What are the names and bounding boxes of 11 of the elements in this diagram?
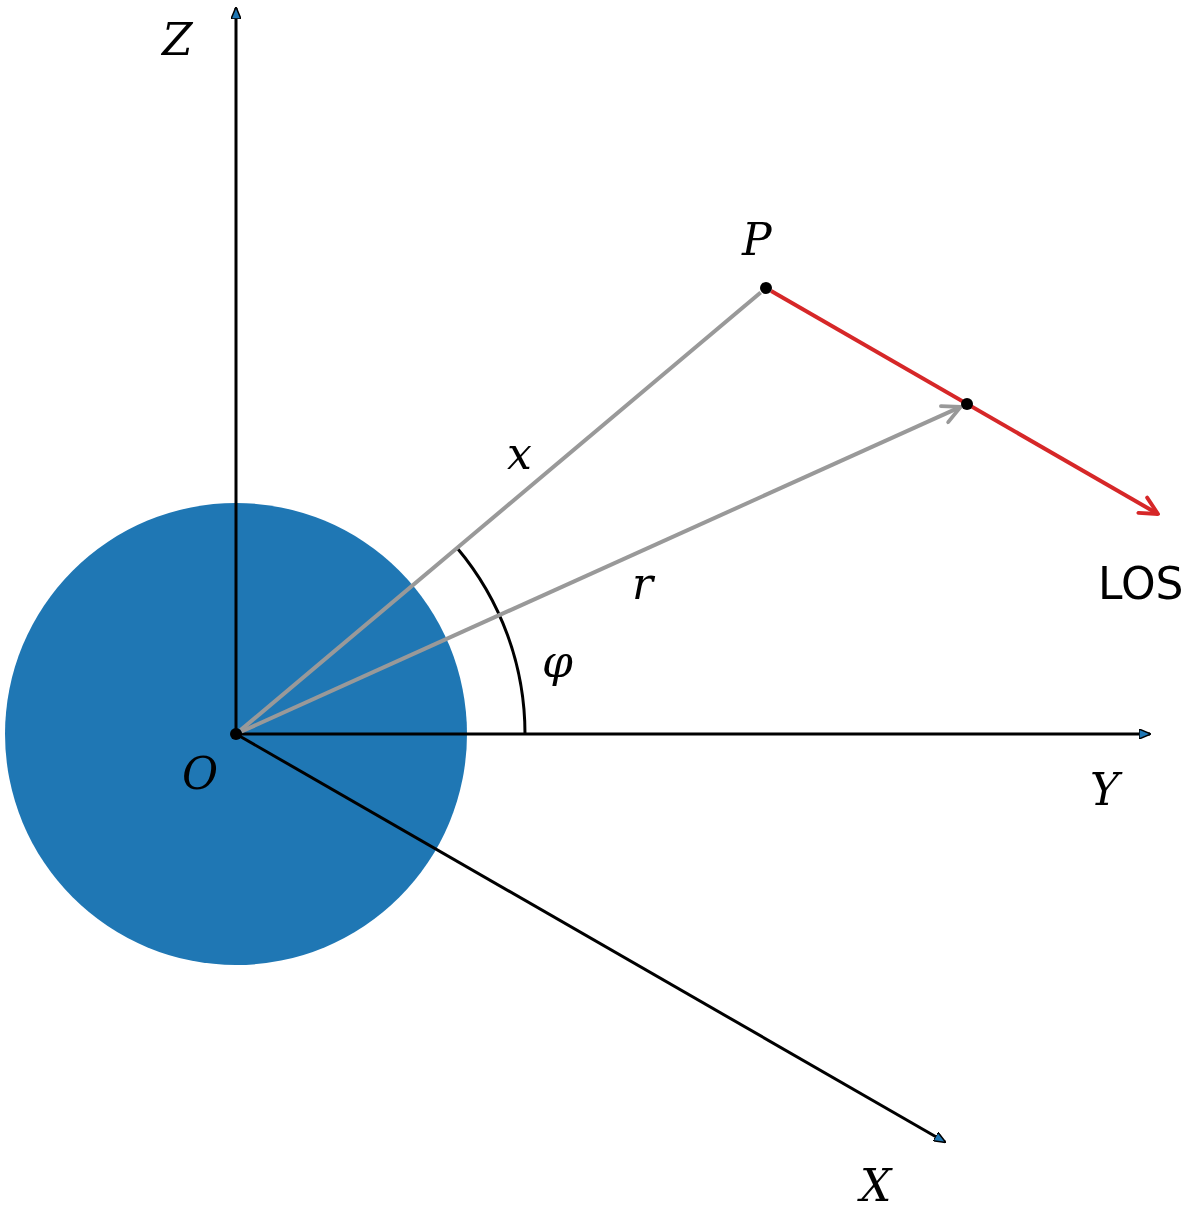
line <box>239 290 762 732</box>
point-dot <box>961 398 973 410</box>
point-label: P <box>742 218 772 262</box>
axis-label: Z <box>162 18 193 62</box>
angle-label: φ <box>542 640 573 684</box>
arrow <box>770 289 1160 516</box>
edge-label: x <box>507 432 532 476</box>
edge-label: r <box>632 562 654 606</box>
point-label: O <box>182 752 219 796</box>
line-of-sight-label: LOS <box>1098 562 1184 606</box>
arrow <box>240 404 963 734</box>
